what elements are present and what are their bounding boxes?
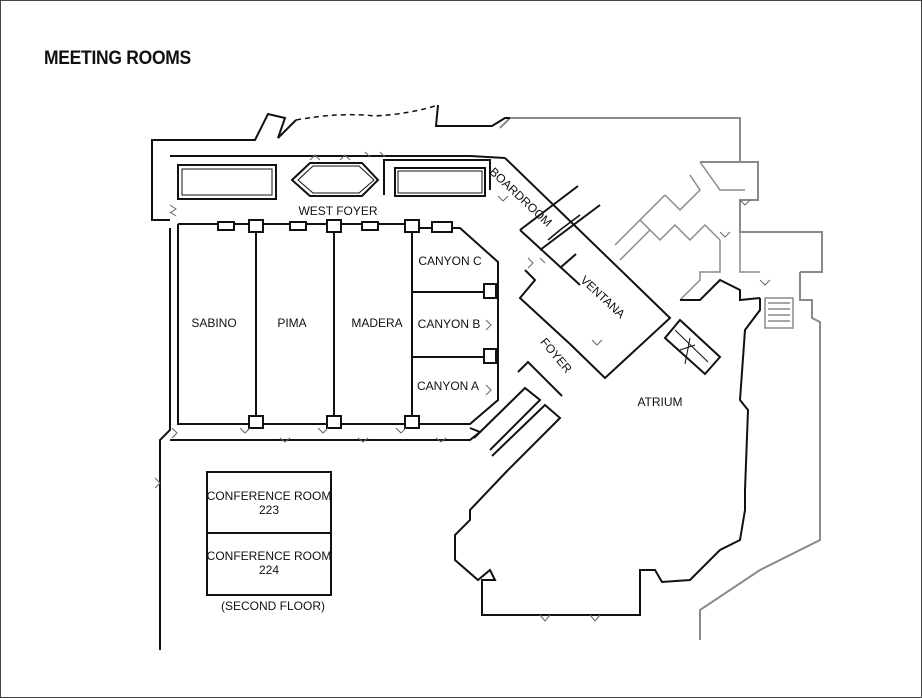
room-label-canyon-a: CANYON A bbox=[417, 379, 479, 393]
room-label-conf-223-number: 223 bbox=[259, 503, 279, 517]
room-label-conf-224-number: 224 bbox=[259, 563, 279, 577]
room-label-madera: MADERA bbox=[351, 316, 402, 330]
west-foyer-fixtures bbox=[177, 159, 491, 200]
room-label-conf-223-name: CONFERENCE ROOM bbox=[207, 489, 332, 503]
room-label-pima: PIMA bbox=[277, 316, 306, 330]
page-title: MEETING ROOMS bbox=[44, 48, 191, 69]
room-label-canyon-c: CANYON C bbox=[418, 254, 482, 268]
room-label-canyon-b: CANYON B bbox=[418, 317, 481, 331]
room-labels: WEST FOYER BOARDROOM VENTANA SABINO PIMA… bbox=[191, 165, 682, 409]
adjacent-building bbox=[499, 117, 823, 640]
room-label-foyer: FOYER bbox=[537, 335, 575, 376]
room-label-atrium: ATRIUM bbox=[637, 395, 682, 409]
room-label-sabino: SABINO bbox=[191, 316, 236, 330]
second-floor-rooms: CONFERENCE ROOM 223 CONFERENCE ROOM 224 … bbox=[206, 471, 332, 613]
room-label-ventana: VENTANA bbox=[578, 273, 628, 321]
room-partitions bbox=[177, 185, 601, 429]
building-outline bbox=[151, 104, 761, 650]
second-floor-note: (SECOND FLOOR) bbox=[221, 599, 325, 613]
doors bbox=[154, 151, 771, 622]
room-label-west-foyer: WEST FOYER bbox=[298, 204, 377, 218]
room-label-conf-224-name: CONFERENCE ROOM bbox=[207, 549, 332, 563]
